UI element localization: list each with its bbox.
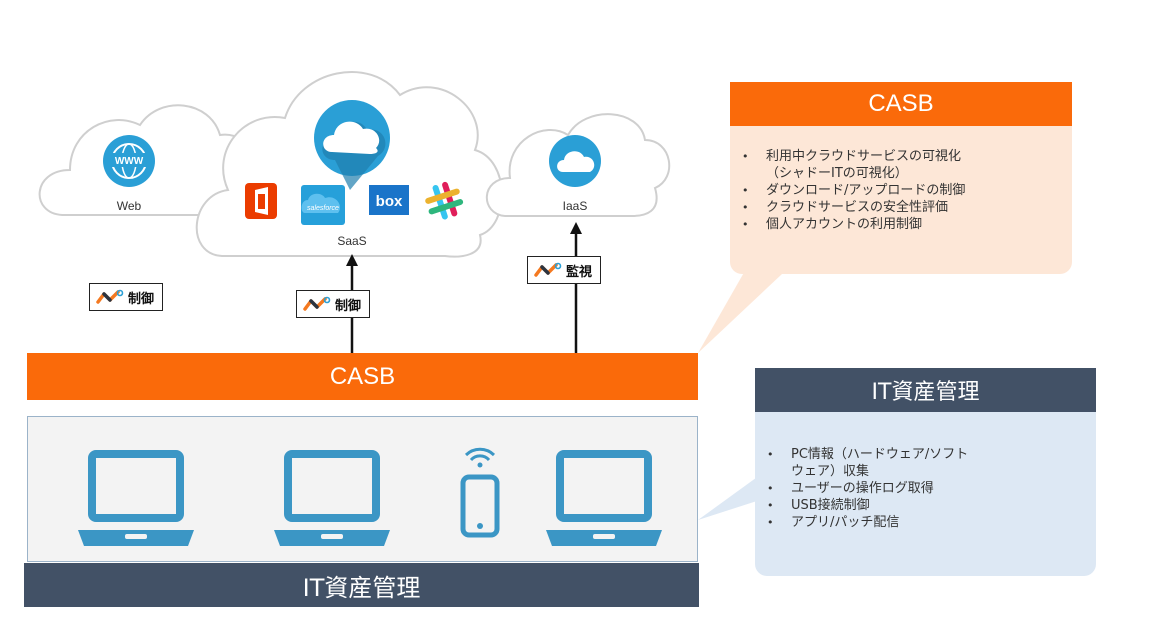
list-item: PC情報（ハードウェア/ソフト — [755, 446, 1096, 463]
laptop-icon — [78, 450, 194, 546]
brand-logo-icon — [96, 289, 124, 304]
casb-panel: CASB 利用中クラウドサービスの可視化 （シャドーITの可視化） ダウンロード… — [730, 82, 1072, 274]
list-item: アプリ/パッチ配信 — [755, 514, 1096, 531]
list-item: ウェア）収集 — [791, 464, 870, 479]
it-feature-list: PC情報（ハードウェア/ソフト ウェア）収集 ユーザーの操作ログ取得 USB接続… — [755, 446, 1096, 531]
smartphone-icon — [460, 447, 500, 538]
casb-feature-list: 利用中クラウドサービスの可視化 （シャドーITの可視化） ダウンロード/アップロ… — [730, 148, 1072, 233]
devices-svg — [78, 447, 662, 546]
iaas-arrow — [570, 222, 582, 353]
list-item: ダウンロード/アップロードの制御 — [730, 182, 1072, 199]
casb-band: CASB — [27, 353, 698, 400]
list-item: クラウドサービスの安全性評価 — [730, 199, 1072, 216]
casb-panel-title: CASB — [730, 82, 1072, 126]
web-label: Web — [117, 199, 142, 213]
iaas-label: IaaS — [563, 199, 588, 213]
office-app-icon — [245, 183, 277, 219]
web-control-badge: 制御 — [89, 283, 164, 311]
list-item: 個人アカウントの利用制御 — [730, 216, 1072, 233]
devices-area — [27, 416, 698, 562]
web-globe-icon: WWW — [103, 135, 155, 187]
laptop-icon — [546, 450, 662, 546]
salesforce-app-icon: salesforce — [301, 185, 345, 225]
list-item: ユーザーの操作ログ取得 — [755, 480, 1096, 497]
it-panel-title: IT資産管理 — [755, 368, 1096, 412]
list-item: （シャドーITの可視化） — [766, 166, 908, 181]
casb-callout-tail — [698, 262, 782, 353]
svg-text:box: box — [376, 193, 403, 210]
brand-logo-icon — [534, 262, 562, 277]
svg-text:salesforce: salesforce — [307, 205, 339, 212]
it-asset-band: IT資産管理 — [24, 563, 699, 607]
laptop-icon — [274, 450, 390, 546]
iaas-cloud-icon — [549, 135, 601, 187]
box-app-icon: box — [369, 185, 409, 215]
badge-label: 監視 — [566, 264, 593, 280]
casb-band-label: CASB — [329, 362, 396, 390]
it-asset-band-label: IT資産管理 — [302, 573, 421, 602]
badge-label: 制御 — [335, 298, 362, 314]
it-asset-panel: IT資産管理 PC情報（ハードウェア/ソフト ウェア）収集 ユーザーの操作ログ取… — [755, 368, 1096, 576]
brand-logo-icon — [303, 296, 331, 311]
saas-label: SaaS — [337, 234, 366, 248]
slack-app-icon — [425, 181, 464, 220]
list-item: USB接続制御 — [755, 497, 1096, 514]
badge-label: 制御 — [128, 291, 155, 307]
iaas-monitor-badge: 監視 — [527, 256, 602, 284]
list-item: 利用中クラウドサービスの可視化 — [730, 148, 1072, 165]
svg-text:WWW: WWW — [115, 156, 144, 167]
saas-control-badge: 制御 — [296, 290, 371, 318]
saas-cloud-icon — [314, 100, 390, 190]
it-callout-tail — [698, 475, 760, 520]
